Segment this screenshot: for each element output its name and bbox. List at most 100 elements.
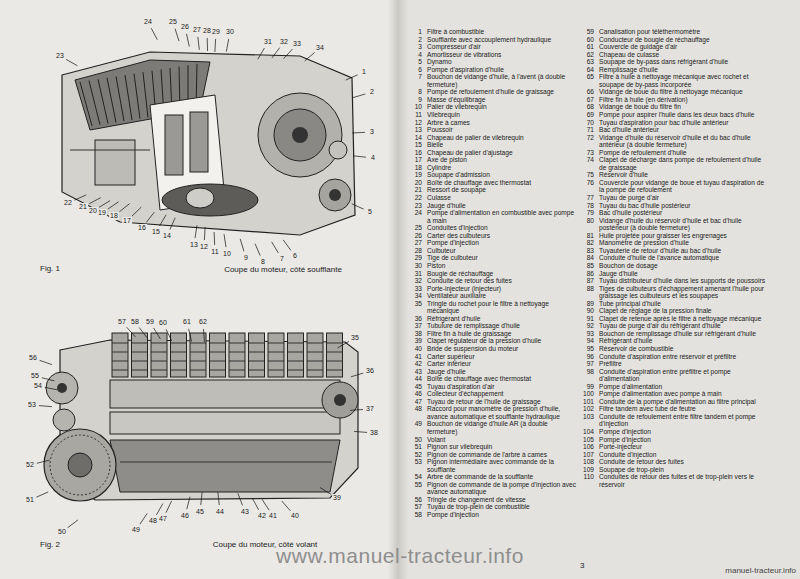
parts-list-row: 108Conduite de retour des fuites [578, 458, 768, 466]
item-name: Tuyau de trop-plein de combustible [427, 503, 578, 511]
cooling-fin [229, 343, 245, 344]
item-number: 9 [408, 96, 422, 104]
page-gutter [388, 0, 408, 579]
item-name: Pompe d'alimentation avec pompe à main [599, 390, 768, 398]
parts-list-row: 7Bouchon de vidange d'huile, à l'avent (… [408, 73, 578, 88]
item-number: 13 [408, 126, 422, 134]
callout-number: 6 [292, 252, 298, 260]
cooling-fin [132, 370, 148, 371]
item-name: Pignon de commande de l'arbre à cames [427, 451, 578, 459]
engine-part [274, 109, 326, 161]
item-number: 92 [578, 322, 594, 330]
item-name: Pompe de refoulement d'huile de graissag… [427, 88, 578, 96]
leader-line [36, 492, 48, 497]
leader-line [166, 501, 172, 513]
item-name: Volant [427, 436, 578, 444]
leader-line [284, 49, 293, 59]
item-number: 44 [408, 375, 422, 383]
item-number: 10 [408, 103, 422, 111]
item-name: Pompe pour aspirer l'huile dans les deux… [599, 111, 768, 119]
parts-list-row: 6Pompe d'aspiration d'huile [408, 66, 578, 74]
item-name: Bride de suspension du moteur [427, 345, 578, 353]
parts-list-row: 17Axe de piston [408, 156, 578, 164]
item-name: Pompe d'injection [599, 428, 768, 436]
leader-line [175, 29, 179, 41]
cooling-fin [307, 370, 323, 371]
leader-line [262, 499, 269, 510]
callout-number: 48 [148, 517, 158, 525]
item-name: Conduites d'injection [427, 224, 578, 232]
cylinder-head [171, 333, 187, 377]
callout-number: 38 [369, 429, 379, 437]
callout-number: 59 [145, 318, 155, 326]
item-name: Vidange d'huile du réservoir d'huile et … [599, 134, 768, 149]
cylinder-head [210, 333, 226, 377]
leader-line [140, 513, 147, 524]
callout-number: 30 [225, 28, 235, 36]
item-number: 67 [578, 96, 594, 104]
item-name: Boîte de chauffage avec thermostat [427, 179, 578, 187]
item-number: 105 [578, 436, 594, 444]
item-number: 7 [408, 73, 422, 88]
parts-list-row: 30Piston [408, 262, 578, 270]
leader-line [39, 406, 52, 407]
parts-list-row: 87Tuyau distributeur d'huile dans les su… [578, 277, 768, 285]
cooling-fin [134, 74, 140, 119]
leader-line [160, 215, 167, 226]
parts-list-row: 11Vilebrequin [408, 111, 578, 119]
parts-list-row: 45Tuyau d'aspiration d'air [408, 383, 578, 391]
leader-line [201, 492, 202, 505]
cooling-fin [327, 352, 343, 353]
item-number: 32 [408, 277, 422, 285]
parts-list-row: 101Conduite de la pompe d'alimentation a… [578, 398, 768, 406]
callout-number: 12 [199, 243, 209, 251]
item-name: Conduite d'injection [599, 451, 768, 459]
parts-list-row: 71Bac d'huile antérieur [578, 126, 768, 134]
parts-list-row: 44Boîte de chauffage avec thermostat [408, 375, 578, 383]
parts-list-row: 69Pompe pour aspirer l'huile dans les de… [578, 111, 768, 119]
item-name: Tube principal d'huile [599, 300, 768, 308]
item-name: Pompe de refoulement d'huile [599, 149, 768, 157]
cooling-fin [151, 343, 167, 344]
parts-list-row: 72Vidange d'huile du réservoir d'huile e… [578, 134, 768, 149]
cooling-fin [171, 352, 187, 353]
leader-line [352, 132, 365, 134]
item-name: Pompe d'injection [599, 436, 768, 444]
engine-part [162, 184, 258, 216]
callout-number: 2 [369, 88, 375, 96]
leader-line [198, 37, 200, 50]
item-number: 50 [408, 436, 422, 444]
cylinder-head [307, 333, 323, 377]
leader-line [74, 195, 86, 200]
item-name: Tuyau de retour de l'huile de graissage [427, 398, 578, 406]
item-number: 101 [578, 398, 594, 406]
leader-line [255, 244, 260, 256]
item-name: Bouchon de remplissage d'huile sur réfri… [599, 330, 768, 338]
item-name: Bougie de réchauffage [427, 270, 578, 278]
leader-line [203, 329, 205, 342]
item-name: Soupape de by-pass dans réfrigérant d'hu… [599, 58, 768, 66]
callout-number: 19 [97, 209, 107, 217]
engine-part [62, 52, 355, 235]
parts-list-row: 2Soufflante avec accouplement hydrauliqu… [408, 36, 578, 44]
parts-list-row: 10Palier de vilebrequin [408, 103, 578, 111]
engine-part [322, 382, 358, 418]
item-number: 24 [408, 209, 422, 224]
item-number: 58 [408, 511, 422, 519]
cooling-fin [190, 352, 206, 353]
parts-list-row: 47Tuyau de retour de l'huile de graissag… [408, 398, 578, 406]
cylinder-head [190, 333, 206, 377]
parts-list-row: 32Conduite de retour des fuites [408, 277, 578, 285]
item-number: 53 [408, 458, 422, 473]
cooling-fin [151, 361, 167, 362]
parts-list-row: 35Tringle du rochet pour le filtre à net… [408, 300, 578, 315]
item-name: Tuyau d'aspiration pour bac d'huile anté… [599, 119, 768, 127]
item-number: 65 [578, 73, 594, 88]
cooling-fin [210, 361, 226, 362]
leader-line [66, 59, 77, 65]
callout-number: 50 [57, 528, 67, 536]
leader-line [146, 212, 154, 222]
parts-list-row: 52Pignon de commande de l'arbre à cames [408, 451, 578, 459]
item-name: Soupape de trop-plein [599, 466, 768, 474]
leader-line [240, 239, 244, 251]
